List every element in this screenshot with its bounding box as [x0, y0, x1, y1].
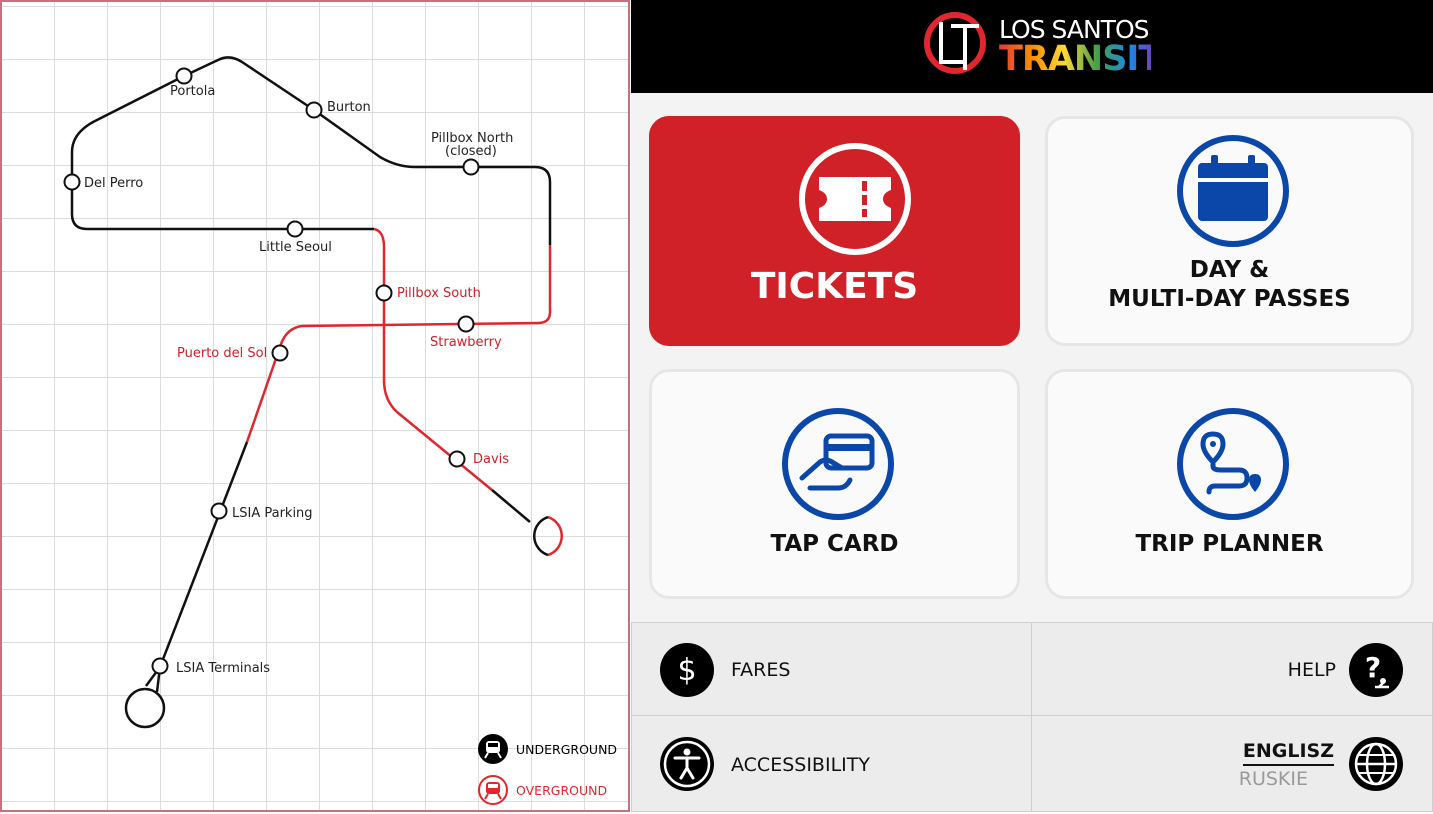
- svg-text:LSIA Terminals: LSIA Terminals: [176, 661, 270, 676]
- station-davis[interactable]: Davis: [448, 450, 510, 468]
- logo-ring-icon: [924, 12, 986, 74]
- line-black-lsia: [144, 441, 249, 687]
- trip-planner-button[interactable]: TRIP PLANNER: [1045, 369, 1414, 599]
- legend-underground: UNDERGROUND: [478, 734, 617, 764]
- language-selector[interactable]: ENGLISZ RUSKIE: [1031, 715, 1433, 812]
- svg-text:(closed): (closed): [445, 144, 497, 159]
- svg-text:Burton: Burton: [327, 100, 371, 115]
- fares-button[interactable]: $ FARES: [631, 622, 1032, 716]
- station-little-seoul[interactable]: Little Seoul: [259, 220, 332, 256]
- svg-text:LOS SANTOS: LOS SANTOS: [999, 15, 1149, 44]
- dollar-icon: $: [660, 643, 714, 697]
- svg-text:Portola: Portola: [170, 84, 215, 99]
- svg-text:Davis: Davis: [473, 452, 509, 467]
- help-label: HELP: [1287, 659, 1336, 681]
- passes-button[interactable]: DAY & MULTI-DAY PASSES: [1045, 116, 1414, 346]
- svg-text:Pillbox South: Pillbox South: [397, 286, 481, 301]
- tap-card-button[interactable]: TAP CARD: [649, 369, 1020, 599]
- svg-text:UNDERGROUND: UNDERGROUND: [516, 742, 617, 757]
- svg-text:OVERGROUND: OVERGROUND: [516, 783, 607, 798]
- svg-text:$: $: [677, 653, 696, 688]
- station-pillbox-north[interactable]: Pillbox North(closed): [431, 131, 513, 176]
- tickets-button[interactable]: TICKETS: [649, 116, 1020, 346]
- line-black-loop: [70, 56, 552, 245]
- brand-logo: LOS SANTOS TRANSIT: [924, 12, 1151, 76]
- ticket-icon: [799, 143, 911, 255]
- svg-text:Little Seoul: Little Seoul: [259, 240, 332, 255]
- svg-text:TRANSIT: TRANSIT: [999, 39, 1151, 76]
- language-english[interactable]: ENGLISZ: [1242, 740, 1334, 766]
- station-pillbox-south[interactable]: Pillbox South: [375, 284, 481, 302]
- map-lines: Portola Burton Pillbox North(closed) Del…: [63, 56, 617, 805]
- accessibility-label: ACCESSIBILITY: [731, 754, 870, 776]
- station-del-perro[interactable]: Del Perro: [63, 173, 144, 192]
- tap-card-icon: [782, 408, 894, 520]
- line-black-davis-end: [491, 489, 531, 523]
- header-bar: LOS SANTOS TRANSIT: [631, 0, 1433, 93]
- trip-planner-label: TRIP PLANNER: [1135, 531, 1324, 557]
- passes-label: DAY & MULTI-DAY PASSES: [1108, 257, 1351, 312]
- accessibility-icon: [660, 737, 714, 791]
- help-button[interactable]: HELP ?: [1031, 622, 1433, 716]
- line-red-davis: [373, 227, 493, 491]
- station-strawberry[interactable]: Strawberry: [430, 315, 502, 351]
- help-icon: ?: [1349, 643, 1403, 697]
- accessibility-button[interactable]: ACCESSIBILITY: [631, 715, 1032, 812]
- svg-text:LSIA Parking: LSIA Parking: [232, 506, 313, 521]
- terminus-davis: [533, 515, 563, 557]
- language-russian[interactable]: RUSKIE: [1238, 768, 1308, 790]
- calendar-icon: [1177, 135, 1289, 247]
- kiosk-panel: LOS SANTOS TRANSIT TICKETS: [631, 0, 1433, 812]
- line-red-strawberry: [245, 245, 552, 443]
- tickets-label: TICKETS: [750, 266, 919, 307]
- terminus-lsia: [124, 687, 166, 729]
- tap-card-label: TAP CARD: [770, 531, 899, 557]
- station-burton[interactable]: Burton: [305, 100, 371, 119]
- route-pin-icon: [1177, 408, 1289, 520]
- station-lsia-parking[interactable]: LSIA Parking: [210, 502, 313, 522]
- fares-label: FARES: [731, 659, 791, 681]
- svg-text:Pillbox North: Pillbox North: [431, 131, 513, 146]
- legend-overground: OVERGROUND: [478, 775, 607, 805]
- svg-text:Del Perro: Del Perro: [84, 176, 143, 191]
- station-lsia-terminals[interactable]: LSIA Terminals: [151, 657, 271, 677]
- transit-map: Portola Burton Pillbox North(closed) Del…: [0, 0, 630, 812]
- svg-text:Strawberry: Strawberry: [430, 335, 502, 350]
- svg-text:Puerto del Sol: Puerto del Sol: [177, 346, 267, 361]
- station-puerto-del-sol[interactable]: Puerto del Sol: [177, 344, 289, 362]
- globe-icon: [1349, 737, 1403, 791]
- station-portola[interactable]: Portola: [170, 67, 215, 100]
- svg-text:?: ?: [1365, 651, 1381, 684]
